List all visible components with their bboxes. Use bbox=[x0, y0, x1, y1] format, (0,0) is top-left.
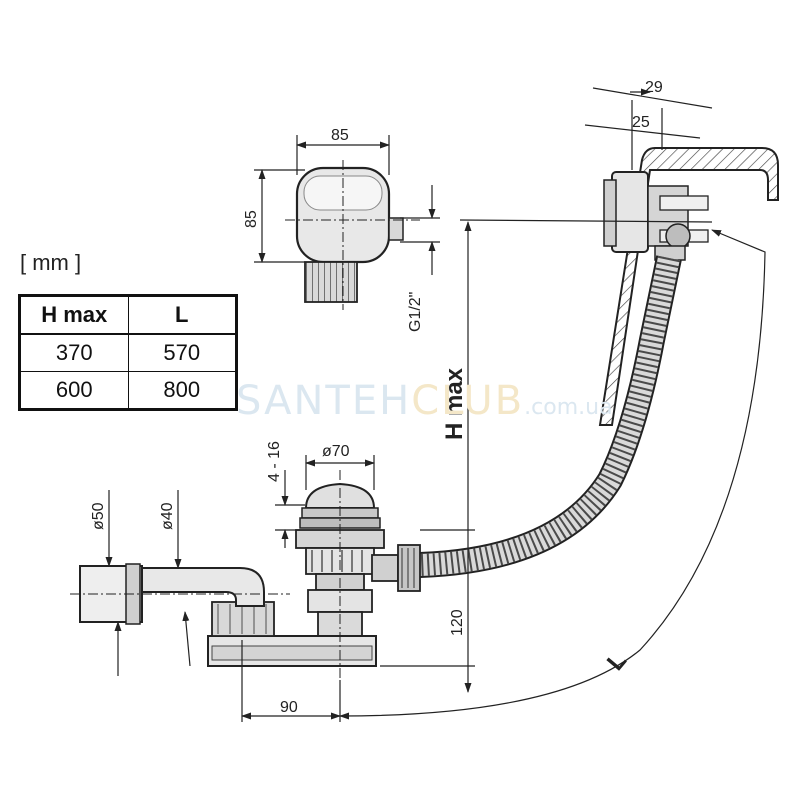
watermark-part1: SANTEH bbox=[236, 378, 412, 424]
table-cell: 600 bbox=[19, 371, 129, 410]
dimension-labels: 29 25 85 85 G1/2" H max 4 - 16 ø70 ø50 ø… bbox=[90, 79, 663, 716]
dim-dia-70: ø70 bbox=[322, 443, 350, 460]
table-header-l: L bbox=[127, 295, 237, 335]
dim-h-max: H max bbox=[441, 367, 468, 440]
dim-thread: G1/2" bbox=[407, 292, 424, 332]
watermark-part2: CLUB bbox=[411, 378, 525, 424]
dim-120: 120 bbox=[449, 609, 466, 636]
dim-90: 90 bbox=[280, 699, 298, 716]
overflow-box bbox=[285, 160, 420, 310]
dim-25: 25 bbox=[632, 114, 650, 131]
dim-29: 29 bbox=[645, 79, 663, 96]
drain-assembly bbox=[70, 470, 421, 690]
watermark: SANTEHCLUB.com.ua bbox=[236, 378, 613, 424]
dim-85-height: 85 bbox=[243, 210, 260, 228]
table-row: 600 800 bbox=[19, 371, 237, 410]
dim-dia-40: ø40 bbox=[159, 502, 176, 530]
dim-85-width: 85 bbox=[331, 127, 349, 144]
table-row: 370 570 bbox=[19, 333, 237, 372]
units-label: [ mm ] bbox=[20, 250, 82, 275]
table-cell: 370 bbox=[19, 333, 129, 372]
dimension-table: H max L 370 570 600 800 bbox=[18, 294, 238, 411]
table-cell: 570 bbox=[127, 333, 237, 372]
overflow-unit bbox=[603, 171, 709, 261]
watermark-domain: .com.ua bbox=[524, 395, 613, 420]
tub-wall bbox=[598, 147, 779, 426]
dim-4-16: 4 - 16 bbox=[266, 441, 283, 482]
table-header-row: H max L bbox=[19, 295, 237, 335]
table-cell: 800 bbox=[127, 371, 237, 410]
dim-dia-50: ø50 bbox=[90, 502, 107, 530]
table-header-hmax: H max bbox=[19, 295, 129, 335]
dimension-lines bbox=[105, 87, 766, 722]
